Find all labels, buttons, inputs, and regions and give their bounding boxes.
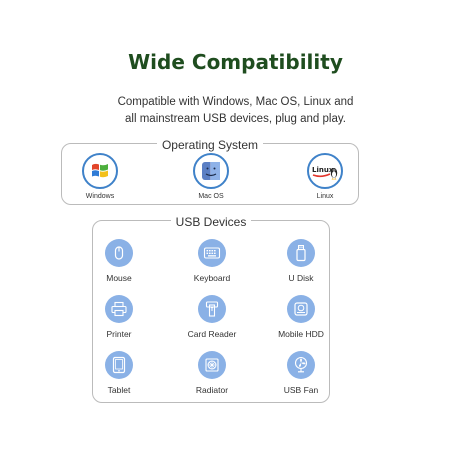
windows-label: Windows: [85, 193, 115, 200]
page-title: Wide Compatibility: [128, 50, 343, 74]
usb-item-card-reader: Card Reader: [172, 295, 252, 339]
usb-item-mobile-hdd: Mobile HDD: [261, 295, 341, 339]
mobile-hdd-label: Mobile HDD: [278, 329, 324, 339]
card-reader-icon: [198, 295, 226, 323]
usb-item-radiator: Radiator: [172, 351, 252, 395]
subtitle-line-1: Compatible with Windows, Mac OS, Linux a…: [117, 96, 354, 108]
mac-os-label: Mac OS: [198, 193, 224, 200]
usb-item-printer: Printer: [79, 295, 159, 339]
keyboard-label: Keyboard: [193, 273, 231, 283]
tablet-icon: [105, 351, 133, 379]
usb-devices-panel: USB Devices Mouse Keyboard U Disk Printe…: [92, 215, 330, 403]
radiator-icon: [198, 351, 226, 379]
operating-system-panel: Operating System Windows Mac OS: [61, 138, 360, 205]
linux-label: Linux: [316, 193, 334, 200]
usb-fan-label: USB Fan: [283, 385, 319, 395]
page-subtitle: Compatible with Windows, Mac OS, Linux a…: [0, 94, 471, 128]
usb-item-keyboard: Keyboard: [172, 239, 252, 283]
u-disk-label: U Disk: [288, 273, 314, 283]
keyboard-icon: [198, 239, 226, 267]
svg-text:Linux: Linux: [312, 166, 334, 174]
usb-item-u-disk: U Disk: [261, 239, 341, 283]
usb-devices-heading: USB Devices: [170, 215, 252, 229]
printer-icon: [105, 295, 133, 323]
usb-item-usb-fan: USB Fan: [261, 351, 341, 395]
printer-label: Printer: [106, 329, 132, 339]
mouse-icon: [105, 239, 133, 267]
usb-fan-icon: [287, 351, 315, 379]
windows-icon: [82, 153, 118, 189]
operating-system-heading: Operating System: [156, 138, 264, 152]
usb-item-mouse: Mouse: [79, 239, 159, 283]
subtitle-line-2: all mainstream USB devices, plug and pla…: [125, 113, 346, 125]
u-disk-icon: [287, 239, 315, 267]
mobile-hdd-icon: [287, 295, 315, 323]
os-item-windows: Windows: [65, 153, 135, 200]
linux-icon: Linux: [307, 153, 343, 189]
os-item-linux: Linux Linux: [290, 153, 360, 200]
mac-os-icon: [193, 153, 229, 189]
radiator-label: Radiator: [195, 385, 229, 395]
usb-item-tablet: Tablet: [79, 351, 159, 395]
card-reader-label: Card Reader: [187, 329, 237, 339]
mouse-label: Mouse: [106, 273, 132, 283]
os-item-mac-os: Mac OS: [176, 153, 246, 200]
tablet-label: Tablet: [107, 385, 131, 395]
